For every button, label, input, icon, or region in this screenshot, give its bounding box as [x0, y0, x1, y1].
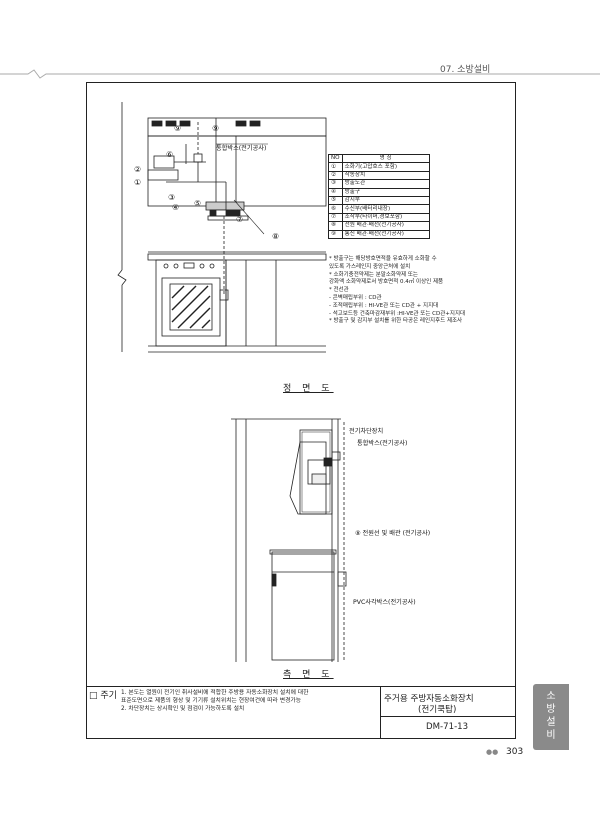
- installation-notes: * 방출구는 해당방호면적을 유효하게 소화할 수 있도록 가스레인지 중앙근처…: [329, 256, 465, 326]
- side-view-drawing: [231, 418, 347, 662]
- label-n9: ⑨: [174, 124, 182, 133]
- note-line: * 전선관: [329, 287, 349, 294]
- label-n6: ⑥: [166, 150, 174, 159]
- label-pvc-box: PVC사각박스(전기공사): [353, 599, 416, 606]
- section-tab-label: 소 방 설 비: [546, 691, 556, 741]
- label-n5: ⑤: [194, 199, 202, 208]
- footer-notes: 1. 본도는 열원이 전기인 취사설비에 적합한 주방용 자동소화장치 설치에 …: [121, 689, 308, 713]
- note-line: 강화액 소화약제로서 방호면적 0.4㎡ 이상인 제품: [329, 279, 444, 286]
- label-n7: ⑦: [236, 215, 244, 224]
- label-side-junction-box: 통합박스(전기공사): [357, 440, 408, 447]
- drawing-number: DM-71-13: [426, 722, 469, 732]
- notes-label: □ 주기: [89, 691, 117, 701]
- label-n3: ③: [168, 193, 176, 202]
- note-line: * 방출구는 해당방호면적을 유효하게 소화할 수: [329, 256, 437, 262]
- front-view-drawing: [117, 102, 327, 353]
- header-rule: [0, 69, 600, 79]
- label-n2: ②: [134, 165, 142, 174]
- footer-note-line: 1. 본도는 열원이 전기인 취사설비에 적합한 주방용 자동소화장치 설치에 …: [121, 690, 309, 696]
- note-line: - 조적매립부위 : HI-VE관 또는 CD관 + 지지대: [329, 302, 439, 309]
- title-divider: [381, 716, 516, 717]
- label-n8: ⑧: [272, 232, 280, 241]
- page-number: 303: [506, 747, 524, 757]
- side-view-title: 측 면 도: [283, 670, 334, 680]
- drawing-frame: [86, 82, 516, 739]
- label-junction-box: 통합박스(전기공사): [216, 145, 267, 152]
- front-view-title: 정 면 도: [283, 384, 334, 394]
- label-n9b: ⑨: [212, 124, 220, 133]
- footer-note-line: 표준도면으로 제품의 형상 및 기기류 설치위치는 현장여건에 따라 변경가능: [121, 698, 302, 704]
- drawing-title: 주거용 주방자동소화장치: [384, 694, 474, 704]
- label-power-line: ⑧ 전원선 및 배관 (전기공사): [355, 530, 431, 537]
- page-dots-icon: ●●: [486, 748, 499, 756]
- note-line: - 석고보드등 건축마감재부위 :HI-VE관 또는 CD관+지지대: [329, 310, 466, 317]
- section-header: 07. 소방설비: [440, 65, 491, 75]
- footer-block: [86, 686, 516, 740]
- note-line: * 방출구 및 감지부 설치를 위한 타공은 레인지후드 제조사: [329, 318, 463, 325]
- label-breaker: 전기차단장치: [349, 428, 384, 435]
- label-n4: ④: [172, 203, 180, 212]
- note-line: - 콘벽매립부위 : CD관: [329, 294, 382, 301]
- label-n1: ①: [134, 178, 142, 187]
- note-line: * 소화기충전약제는 분말소화약제 또는: [329, 271, 418, 278]
- drawing-subtitle: (전기쿡탑): [418, 705, 457, 715]
- title-cell: [380, 686, 517, 739]
- note-line: 있도록 가스레인지 중앙근처에 설치: [329, 263, 411, 270]
- footer-note-line: 2. 차단장치는 상시확인 및 점검이 가능하도록 설치: [121, 706, 245, 712]
- section-tab: 소 방 설 비: [533, 684, 569, 750]
